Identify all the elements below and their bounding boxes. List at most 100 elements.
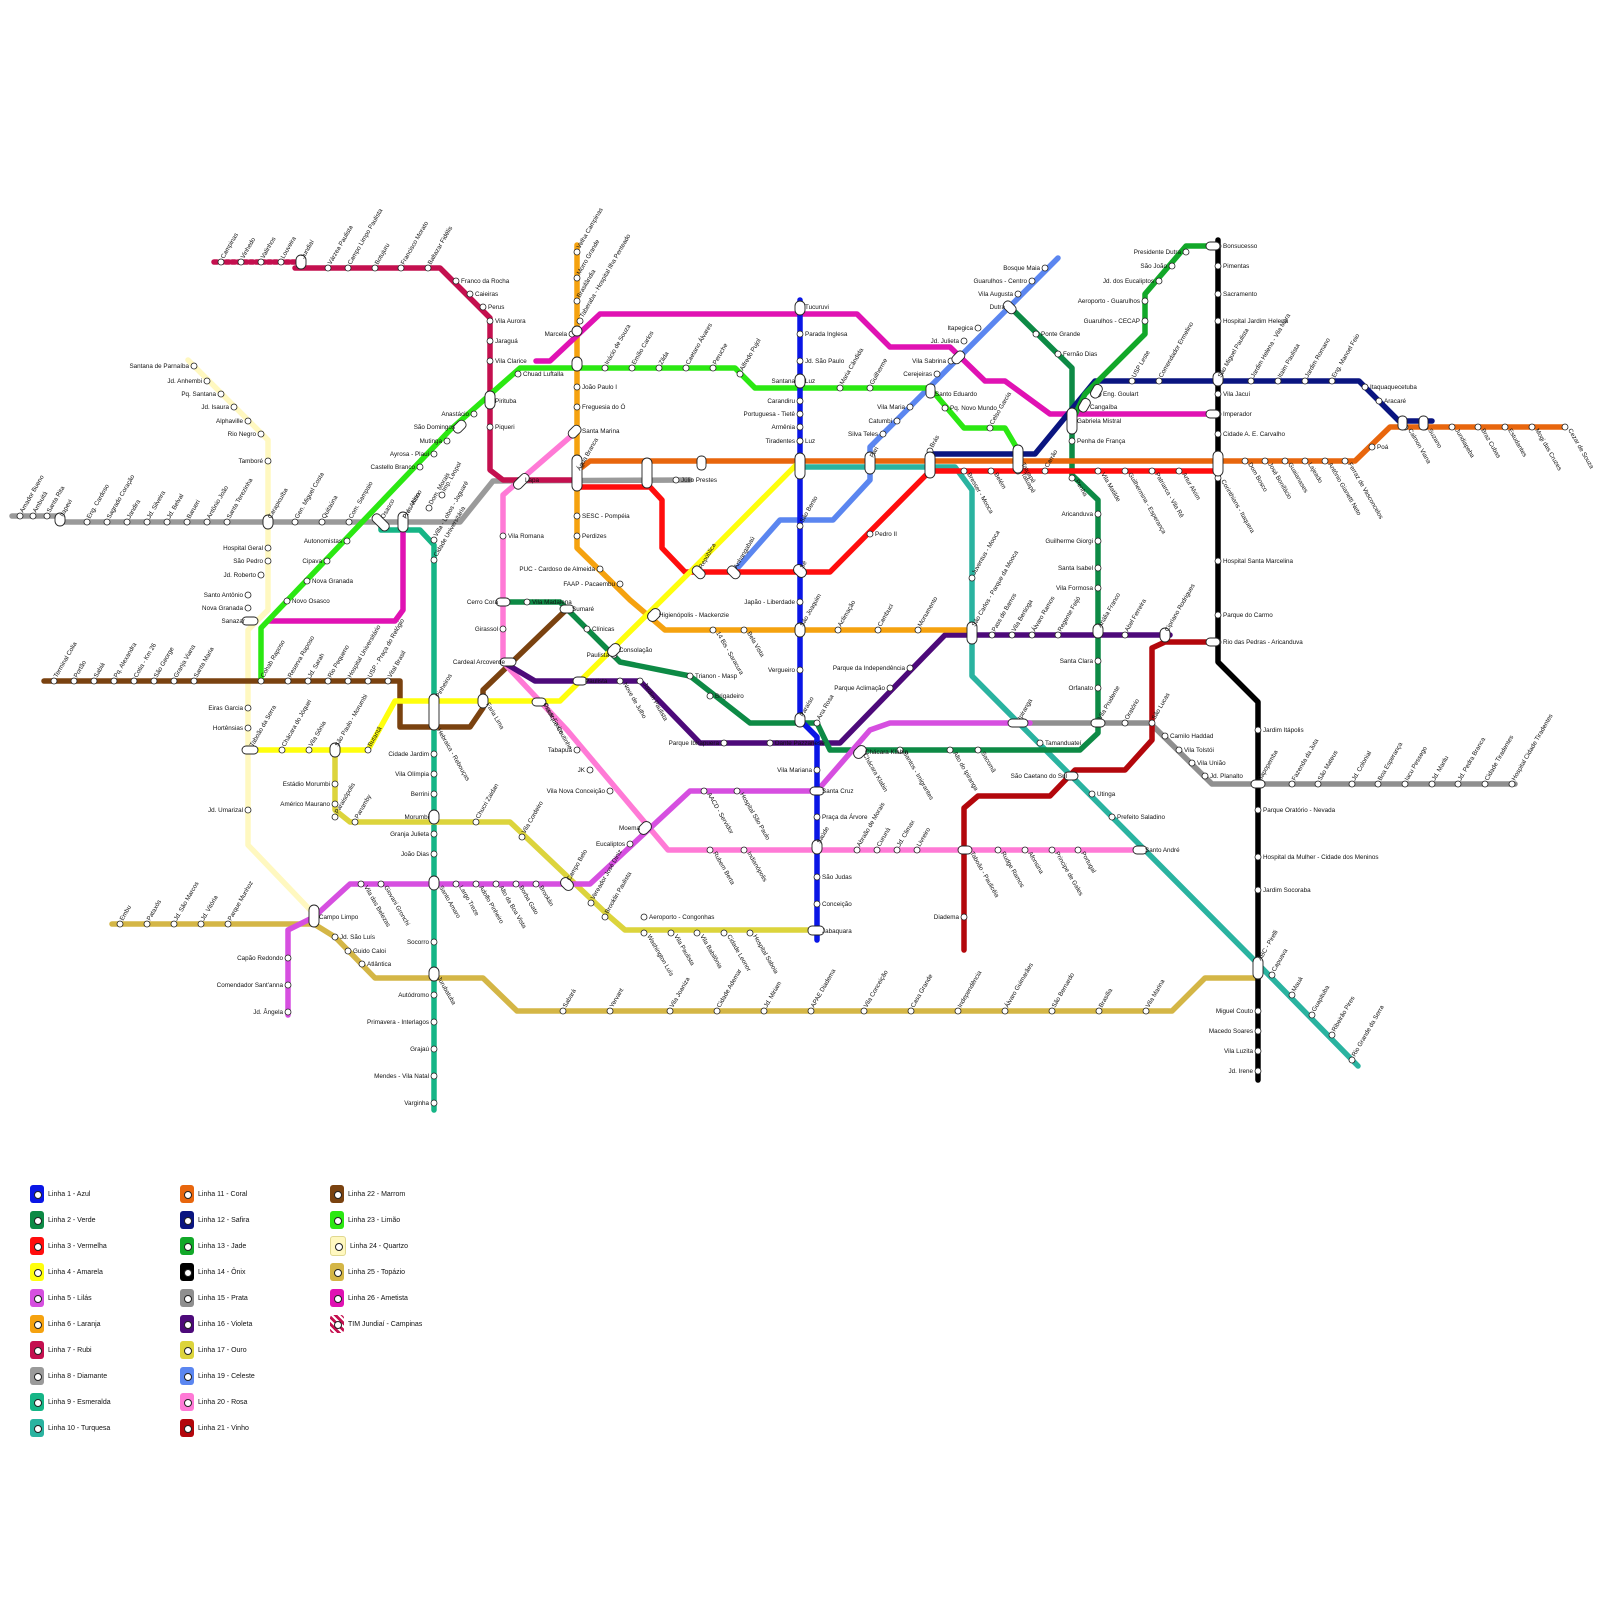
interchange-abc-pirelli[interactable] (1252, 956, 1264, 980)
interchange-anhangabau[interactable] (726, 564, 742, 580)
station-guilhermina-esperanca-l3[interactable] (1121, 467, 1129, 475)
station-washington-luis-l17[interactable] (640, 929, 648, 937)
station-villa-lobos-jaguare-l9[interactable] (430, 536, 438, 544)
interchange-bonsucesso[interactable] (1205, 241, 1221, 251)
station-sao-george-l22[interactable] (150, 677, 158, 685)
station-granja-viana-l22[interactable] (170, 677, 178, 685)
interchange-jundiai[interactable] (295, 254, 307, 270)
interchange-sao-caetano[interactable] (1063, 771, 1079, 781)
station-tamanduatei-l2[interactable] (1036, 739, 1044, 747)
interchange-sao-joaquim[interactable] (794, 622, 806, 638)
station-hospital-saboia-l17[interactable] (746, 929, 754, 937)
station-parque-do-carmo-l14[interactable] (1214, 611, 1222, 619)
station-celso-garcia-l23[interactable] (986, 424, 994, 432)
interchange-imperador[interactable] (1205, 409, 1221, 419)
station-vila-clarice-l7[interactable] (486, 357, 494, 365)
station-autonomistas-l23[interactable] (343, 537, 351, 545)
interchange-luz[interactable] (794, 452, 806, 480)
station-vila-olimpia-l9[interactable] (430, 770, 438, 778)
interchange-agua-branca[interactable] (571, 454, 583, 492)
station-jd-sao-luis-l25[interactable] (331, 933, 339, 941)
station-santa-terezinha-l8[interactable] (223, 518, 231, 526)
interchange-cerro-cora[interactable] (495, 597, 511, 607)
station-miguel-couto-l14[interactable] (1254, 1007, 1262, 1015)
station-taberaba-hospital-ilha-penteado-l26[interactable] (576, 317, 584, 325)
station-tabapua-l20[interactable] (573, 746, 581, 754)
station-fazenda-da-juta-l15[interactable] (1288, 780, 1296, 788)
interchange-paulista[interactable] (572, 676, 588, 686)
station-carrao-l3[interactable] (1041, 467, 1049, 475)
station-alphaville-l24[interactable] (244, 417, 252, 425)
station-pq-alexandra-l22[interactable] (110, 677, 118, 685)
station-bela-vista-l6[interactable] (740, 626, 748, 634)
station-butanta-l4[interactable] (364, 746, 372, 754)
station-parada-inglesa-l1[interactable] (796, 330, 804, 338)
interchange-taberaba[interactable] (571, 356, 583, 372)
station-brasilandia-l6[interactable] (573, 297, 581, 305)
station-jose-bonifacio-l11[interactable] (1261, 457, 1269, 465)
station-jd-marilu-l15[interactable] (1428, 780, 1436, 788)
station-luz-l1[interactable] (796, 437, 804, 445)
station-jd-belval-l8[interactable] (163, 518, 171, 526)
station-guilherme-l23[interactable] (866, 384, 874, 392)
station-sacramento-l14[interactable] (1214, 290, 1222, 298)
station-portuguesa-tiete-l1[interactable] (796, 410, 804, 418)
station-francisco-morato-l7[interactable] (397, 264, 405, 272)
station-autodromo-l9[interactable] (430, 991, 438, 999)
interchange-cangaiba[interactable] (1077, 397, 1092, 414)
station-eng-manoel-feio-l12[interactable] (1328, 377, 1336, 385)
station-pq-santana-l24[interactable] (217, 390, 225, 398)
station-pq-novo-mundo-l23[interactable] (941, 404, 949, 412)
interchange-calmon-viana[interactable] (1397, 415, 1408, 431)
station-capao-redondo-l5[interactable] (284, 954, 292, 962)
station-ambuita-l8[interactable] (29, 512, 37, 520)
station-antonio-gianetti-neto-l11[interactable] (1321, 457, 1329, 465)
station-parque-munhoz-l25[interactable] (224, 920, 232, 928)
station-socorro-l9[interactable] (430, 938, 438, 946)
station-gen-miguel-costa-l8[interactable] (291, 518, 299, 526)
station-rudge-ramos-l20[interactable] (994, 846, 1002, 854)
interchange-vila-prudente[interactable] (1090, 718, 1106, 728)
station-guaianases-l11[interactable] (1281, 457, 1289, 465)
station-cidade-a-e-carvalho-l14[interactable] (1214, 430, 1222, 438)
station-monumento-l6[interactable] (914, 626, 922, 634)
station-oratorio-l15[interactable] (1121, 719, 1129, 727)
station-jardim-helena-vila-mara-l12[interactable] (1247, 377, 1255, 385)
station-reserva-raposo-l22[interactable] (284, 677, 292, 685)
station-vila-aurora-l7[interactable] (486, 317, 494, 325)
station-hospital-cidade-tiradentes-l15[interactable] (1508, 780, 1516, 788)
station-santa-isabel-l2[interactable] (1094, 564, 1102, 572)
interchange-eng-goulart[interactable] (1089, 383, 1104, 400)
station-emilio-carlos-l23[interactable] (628, 364, 636, 372)
station-rio-negro-l24[interactable] (257, 430, 265, 438)
station-cidade-universitaria-l9[interactable] (430, 556, 438, 564)
station-casa-grande-l25[interactable] (907, 1007, 915, 1015)
station-lajeado-l11[interactable] (1301, 457, 1309, 465)
station-vila-marina-l25[interactable] (1142, 1007, 1150, 1015)
station-grajau-l9[interactable] (430, 1045, 438, 1053)
station-inacio-de-souza-l23[interactable] (601, 364, 609, 372)
station-alvaro-guimaraes-l25[interactable] (1001, 1007, 1009, 1015)
station-nova-granada-l23[interactable] (303, 577, 311, 585)
interchange-jabaquara[interactable] (807, 925, 825, 936)
station-jd-irene-l14[interactable] (1254, 1067, 1262, 1075)
station-sesc-pompeia-l6[interactable] (573, 512, 581, 520)
interchange-sumare[interactable] (559, 604, 575, 614)
station-pataxos-l25[interactable] (143, 920, 151, 928)
station-santo-antonio-l24[interactable] (244, 591, 252, 599)
station-adolfo-pinheiro-l5[interactable] (472, 880, 480, 888)
station-guapituba-l10[interactable] (1308, 1011, 1316, 1019)
station-parque-oratorio-nevada-l14[interactable] (1254, 806, 1262, 814)
station-dom-bosco-l11[interactable] (1241, 457, 1249, 465)
interchange-carapicuiba[interactable] (262, 514, 274, 530)
interchange-santo-eduardo[interactable] (925, 383, 936, 399)
station-mogi-das-cruzes-l11[interactable] (1528, 423, 1536, 431)
station-sabara-l25[interactable] (559, 1007, 567, 1015)
station-sao-pedro-l24[interactable] (264, 557, 272, 565)
interchange-itaquera[interactable] (1212, 450, 1224, 477)
interchange-faria-lima[interactable] (477, 693, 489, 709)
station-vinhedo-tim[interactable] (237, 258, 245, 266)
station-presidente-dutra-l13[interactable] (1182, 248, 1190, 256)
station-hospital-geral-l24[interactable] (264, 544, 272, 552)
station-armenia-l1[interactable] (796, 423, 804, 431)
